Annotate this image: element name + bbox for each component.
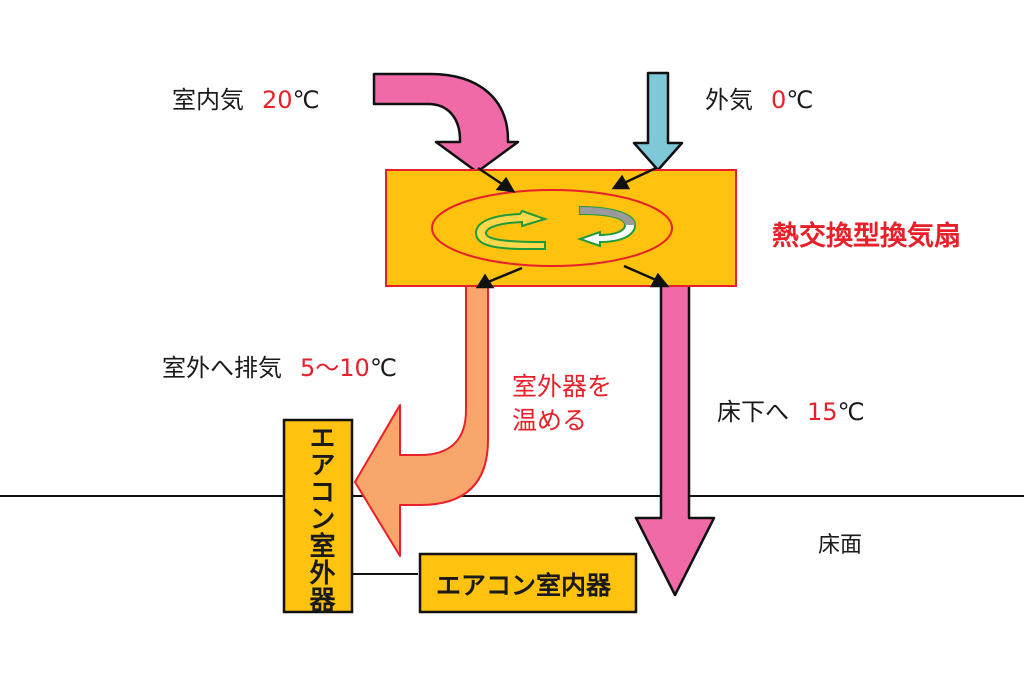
warm-note-line1: 室外器を [512,372,613,401]
exhaust-text: 室外へ排気 [162,354,282,382]
indoor-air-unit: ℃ [292,86,320,114]
outdoor-air-unit: ℃ [786,86,814,114]
indoor-air-text: 室内気 [172,86,244,114]
underfloor-label: 床下へ 15℃ [717,392,865,427]
device-title: 熱交換型換気扇 [772,221,961,252]
floor-label: 床面 [818,533,863,558]
warm-note-line2: 温める [512,406,588,435]
underfloor-text: 床下へ [717,398,789,426]
warm-note: 室外器を 温める [512,370,612,438]
indoor-air-temp: 20 [262,86,293,114]
outdoor-air-text: 外気 [705,86,753,114]
indoor-air-label: 室内気 20℃ [172,80,320,115]
rotation-arrow-left-icon [474,209,549,250]
flow-pointer-arrows [475,166,670,289]
heat-exchange-ellipse [431,189,673,267]
exhaust-label: 室外へ排気 5〜10℃ [162,348,397,383]
aircon-outdoor-unit-box [282,418,354,614]
aircon-outdoor-unit-label: エアコン室外器 [305,424,335,613]
indoor-air-arrow [372,72,520,174]
underfloor-unit: ℃ [837,398,865,426]
aircon-indoor-unit-box [418,552,638,614]
underfloor-temp: 15 [807,398,838,426]
outdoor-air-arrow [632,71,684,172]
aircon-indoor-unit-label: エアコン室内器 [436,571,612,600]
outdoor-air-label: 外気 0℃ [705,80,813,115]
exhaust-arrow [354,285,489,557]
outdoor-air-temp: 0 [771,86,787,114]
rotation-arrow-right-icon [576,205,637,248]
underfloor-arrow [634,283,716,597]
exhaust-temp: 5〜10 [300,354,370,382]
exhaust-unit: ℃ [369,354,397,382]
